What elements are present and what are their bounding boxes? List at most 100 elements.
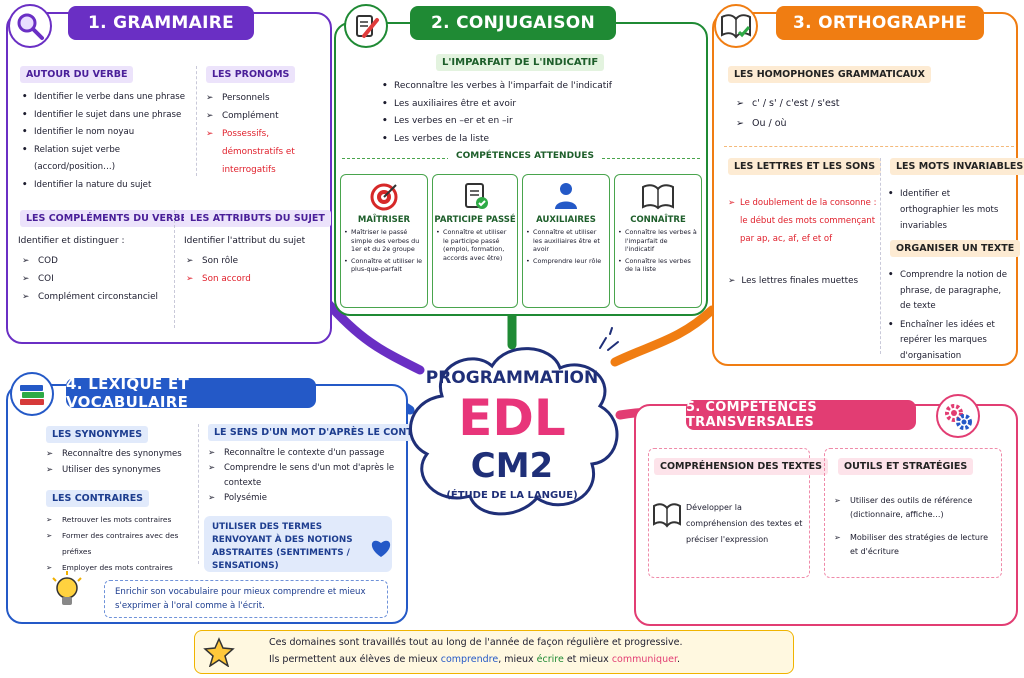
- list-item: Son rôle: [186, 252, 316, 270]
- book-check-icon: [714, 4, 758, 48]
- list-item: Complément: [206, 107, 328, 125]
- contraires-tag: LES CONTRAIRES: [46, 490, 150, 507]
- outils-tag: OUTILS ET STRATÉGIES: [838, 458, 974, 475]
- list-item: Connaître et utiliser les auxiliaires êt…: [526, 228, 605, 254]
- list-item: COD: [22, 252, 172, 270]
- footer-line2: Ils permettent aux élèves de mieux compr…: [269, 654, 680, 665]
- list-item: Enchaîner les idées et repérer les marqu…: [886, 318, 1012, 365]
- list-item: Comprendre la notion de phrase, de parag…: [886, 268, 1012, 315]
- books-icon: [10, 372, 54, 416]
- list-item: Reconnaître des synonymes: [46, 446, 196, 462]
- list-item: COI: [22, 270, 172, 288]
- comprehension-tag: COMPRÉHENSION DES TEXTES: [654, 458, 829, 475]
- list-item: Maîtriser le passé simple des verbes du …: [344, 228, 423, 254]
- list-item: Polysémie: [208, 491, 398, 506]
- pronoms-tag: LES PRONOMS: [206, 66, 296, 83]
- sens-list: Reconnaître le contexte d'un passage Com…: [208, 446, 398, 506]
- footer-text: , mieux: [498, 654, 537, 665]
- conjugaison-panel: L'IMPARFAIT DE L'INDICATIF Reconnaître l…: [334, 22, 708, 316]
- lexique-title: 4. LEXIQUE ET VOCABULAIRE: [66, 375, 316, 411]
- outils-list: Utiliser des outils de référence (dictio…: [834, 494, 994, 558]
- lettres-text: Les lettres finales muettes: [741, 276, 859, 286]
- outils-box: [824, 448, 1002, 578]
- conjugaison-list: Reconnaître les verbes à l'imparfait de …: [380, 78, 700, 148]
- footer-line1: Ces domaines sont travaillés tout au lon…: [269, 637, 683, 648]
- sens-tag: LE SENS D'UN MOT D'APRÈS LE CONTEXTE: [208, 424, 446, 441]
- list-item: Complément circonstanciel: [22, 288, 172, 306]
- texte-tag: ORGANISER UN TEXTE: [890, 240, 1021, 257]
- pronoms-list: Personnels Complément Possessifs, démons…: [206, 89, 328, 179]
- connector-orthographe: [610, 305, 717, 367]
- target-icon: [341, 181, 427, 211]
- lettres-item1: ➢Le doublement de la consonne : le début…: [728, 198, 877, 244]
- footer-box: Ces domaines sont travaillés tout au lon…: [194, 630, 794, 674]
- list-item: Mobiliser des stratégies de lecture et d…: [834, 531, 994, 558]
- grammaire-title: 1. GRAMMAIRE: [68, 6, 254, 40]
- card-maitriser: MAÎTRISER Maîtriser le passé simple des …: [340, 174, 428, 308]
- divider: [174, 210, 175, 328]
- spark-lines: [599, 327, 619, 351]
- list-item: Identifier le verbe dans une phrase: [20, 89, 200, 107]
- comprehension-text: Développer la compréhension des textes e…: [686, 503, 803, 544]
- lettres-text: Le doublement de la consonne : le début …: [740, 198, 877, 244]
- abstraits-box: UTILISER DES TERMES RENVOYANT À DES NOTI…: [204, 516, 392, 572]
- list-item: Reconnaître le contexte d'un passage: [208, 446, 398, 461]
- card-title: AUXILIAIRES: [536, 215, 596, 225]
- texte-list: Comprendre la notion de phrase, de parag…: [886, 268, 1012, 364]
- homophones-text: Ou / où: [751, 118, 787, 129]
- orthographe-divider: [724, 146, 1014, 147]
- homophones-item2: ➢Ou / où: [736, 118, 787, 129]
- list-item: Utiliser des outils de référence (dictio…: [834, 494, 994, 521]
- divider: [196, 66, 197, 176]
- conjugaison-title: 2. CONJUGAISON: [410, 6, 616, 40]
- footer-word-communiquer: communiquer: [611, 654, 677, 665]
- center-title-4: (ÉTUDE DE LA LANGUE): [446, 490, 578, 501]
- footer-text: Ils permettent aux élèves de mieux: [269, 654, 441, 665]
- list-item: Utiliser des synonymes: [46, 462, 196, 478]
- star-icon: [203, 637, 235, 671]
- grammaire-panel: AUTOUR DU VERBE Identifier le verbe dans…: [6, 12, 332, 344]
- list-item: Identifier et orthographier les mots inv…: [886, 186, 1010, 234]
- list-item: Les verbes de la liste: [380, 131, 700, 149]
- list-item: Employer des mots contraires: [46, 560, 206, 576]
- list-item: Les verbes en –er et en –ir: [380, 113, 700, 131]
- invariables-tag: LES MOTS INVARIABLES: [890, 158, 1024, 175]
- list-item: Les auxiliaires être et avoir: [380, 96, 700, 114]
- enrichir-box: Enrichir son vocabulaire pour mieux comp…: [104, 580, 388, 618]
- transversales-panel: COMPRÉHENSION DES TEXTES Développer la c…: [634, 404, 1018, 626]
- verbe-tag: AUTOUR DU VERBE: [20, 66, 134, 83]
- homophones-item1: ➢c' / s' / c'est / s'est: [736, 98, 840, 109]
- card-list: Maîtriser le passé simple des verbes du …: [341, 228, 427, 274]
- attributs-intro: Identifier l'attribut du sujet: [184, 236, 306, 246]
- comprehension-box: [648, 448, 810, 578]
- card-auxiliaires: AUXILIAIRES Connaître et utiliser les au…: [522, 174, 610, 308]
- gears-icon: [936, 394, 980, 438]
- heart-icon: [370, 538, 392, 562]
- card-title: PARTICIPE PASSÉ: [434, 215, 516, 225]
- card-list: Connaître et utiliser les auxiliaires êt…: [523, 228, 609, 265]
- homophones-text: c' / s' / c'est / s'est: [751, 98, 840, 109]
- list-item: Son accord: [186, 270, 316, 288]
- card-participe: PARTICIPE PASSÉ Connaître et utiliser le…: [432, 174, 518, 308]
- footer-text: .: [676, 654, 681, 665]
- synonymes-list: Reconnaître des synonymes Utiliser des s…: [46, 446, 196, 478]
- list-item: Identifier le nom noyau: [20, 124, 200, 142]
- attributs-tag: LES ATTRIBUTS DU SUJET: [184, 210, 331, 227]
- connector-grammaire: [320, 295, 425, 375]
- list-item: Reconnaître les verbes à l'imparfait de …: [380, 78, 700, 96]
- divider: [198, 424, 199, 564]
- abstraits-text: UTILISER DES TERMES RENVOYANT À DES NOTI…: [212, 522, 353, 571]
- center-cloud: [409, 347, 619, 516]
- list-item: Connaître les verbes de la liste: [618, 257, 697, 274]
- card-list: Connaître les verbes à l'imparfait de l'…: [615, 228, 701, 274]
- card-title: CONNAÎTRE: [630, 215, 686, 225]
- transversales-title: 5. COMPÉTENCES TRANSVERSALES: [686, 400, 916, 430]
- list-item: Identifier le sujet dans une phrase: [20, 107, 200, 125]
- complements-tag: LES COMPLÉMENTS DU VERBE: [20, 210, 194, 227]
- footer-word-comprendre: comprendre: [440, 654, 499, 665]
- enrichir-text: Enrichir son vocabulaire pour mieux comp…: [115, 587, 366, 611]
- orthographe-panel: LES HOMOPHONES GRAMMATICAUX ➢c' / s' / c…: [712, 12, 1024, 366]
- footer-word-ecrire: écrire: [536, 654, 564, 665]
- orthographe-title: 3. ORTHOGRAPHE: [776, 6, 984, 40]
- list-item: Connaître et utiliser le plus-que-parfai…: [344, 257, 423, 274]
